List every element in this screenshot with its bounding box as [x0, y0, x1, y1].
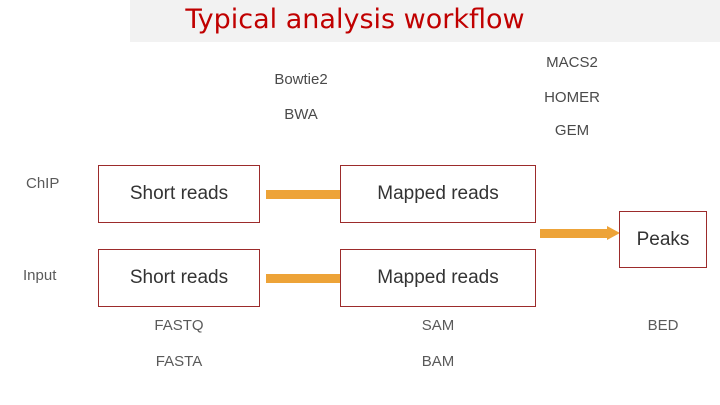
- row-label-input: Input: [23, 267, 57, 284]
- box-input-mapped-reads: Mapped reads: [340, 249, 536, 307]
- box-input-short-reads: Short reads: [98, 249, 260, 307]
- box-peaks: Peaks: [619, 211, 707, 268]
- row-label-chip: ChIP: [26, 175, 60, 192]
- format-label-bam: BAM: [421, 353, 455, 370]
- format-label-bed: BED: [647, 317, 679, 334]
- peakcaller-label-macs2: MACS2: [546, 54, 598, 71]
- title-band: [130, 0, 720, 42]
- arrow-peak-calling: [540, 226, 620, 240]
- aligner-label-bowtie2: Bowtie2: [274, 71, 328, 88]
- peakcaller-label-homer: HOMER: [544, 89, 600, 106]
- page-title: Typical analysis workflow: [185, 4, 525, 35]
- format-label-sam: SAM: [421, 317, 455, 334]
- box-chip-mapped-reads: Mapped reads: [340, 165, 536, 223]
- box-chip-short-reads: Short reads: [98, 165, 260, 223]
- aligner-label-bwa: BWA: [284, 106, 318, 123]
- format-label-fastq: FASTQ: [154, 317, 204, 334]
- peakcaller-label-gem: GEM: [554, 122, 590, 139]
- format-label-fasta: FASTA: [155, 353, 203, 370]
